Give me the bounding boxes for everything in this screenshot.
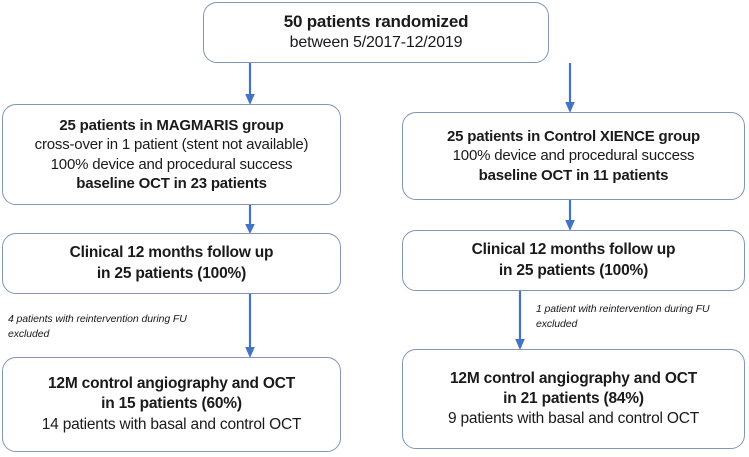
node-xience-group-line-2: 100% device and procedural success bbox=[452, 147, 695, 165]
node-xience-followup: Clinical 12 months follow up in 25 patie… bbox=[402, 230, 745, 291]
node-xience-followup-line-1: Clinical 12 months follow up bbox=[471, 241, 676, 259]
annotation-xience-exclusion-line-1: 1 patient with reintervention during FU bbox=[536, 303, 710, 315]
node-xience-final: 12M control angiography and OCT in 21 pa… bbox=[402, 349, 745, 449]
arrow-top-to-magmaris bbox=[245, 63, 255, 105]
node-randomization-line-2: between 5/2017-12/2019 bbox=[289, 34, 463, 52]
node-magmaris-group-line-4: baseline OCT in 23 patients bbox=[76, 175, 267, 192]
node-magmaris-group-line-2: cross-over in 1 patient (stent not avail… bbox=[34, 136, 309, 153]
annotation-magmaris-exclusion: 4 patients with reintervention during FU… bbox=[8, 312, 233, 342]
arrow-xience-to-followup bbox=[565, 200, 575, 231]
node-magmaris-followup: Clinical 12 months follow up in 25 patie… bbox=[2, 233, 341, 294]
annotation-xience-exclusion: 1 patient with reintervention during FU … bbox=[536, 302, 748, 332]
arrow-xience-followup-to-final bbox=[515, 291, 525, 350]
node-randomization: 50 patients randomized between 5/2017-12… bbox=[203, 2, 549, 63]
annotation-xience-exclusion-line-2: excluded bbox=[536, 318, 578, 331]
node-xience-followup-line-2: in 25 patients (100%) bbox=[498, 261, 649, 279]
annotation-magmaris-exclusion-line-2: excluded bbox=[8, 328, 50, 341]
node-magmaris-final-line-2: in 15 patients (60%) bbox=[101, 395, 242, 413]
node-xience-group-line-1: 25 patients in Control XIENCE group bbox=[446, 127, 701, 145]
node-xience-final-line-2: in 21 patients (84%) bbox=[503, 389, 644, 407]
node-xience-group-line-3: baseline OCT in 11 patients bbox=[478, 166, 669, 184]
node-magmaris-followup-line-2: in 25 patients (100%) bbox=[96, 264, 247, 282]
arrow-magmaris-to-followup bbox=[245, 205, 255, 234]
annotation-magmaris-exclusion-line-1: 4 patients with reintervention during FU bbox=[8, 313, 187, 325]
node-magmaris-final-line-3: 14 patients with basal and control OCT bbox=[41, 415, 302, 433]
node-randomization-line-1: 50 patients randomized bbox=[283, 12, 469, 32]
node-magmaris-group-line-1: 25 patients in MAGMARIS group bbox=[59, 116, 284, 134]
node-magmaris-final-line-1: 12M control angiography and OCT bbox=[48, 375, 295, 393]
node-xience-group: 25 patients in Control XIENCE group 100%… bbox=[402, 112, 745, 200]
node-xience-final-line-3: 9 patients with basal and control OCT bbox=[447, 410, 700, 428]
node-magmaris-followup-line-1: Clinical 12 months follow up bbox=[69, 244, 274, 262]
arrow-magmaris-followup-to-final bbox=[245, 294, 255, 358]
node-magmaris-group-line-3: 100% device and procedural success bbox=[50, 155, 293, 173]
node-xience-final-line-1: 12M control angiography and OCT bbox=[450, 369, 697, 387]
arrow-top-to-xience bbox=[565, 63, 575, 113]
node-magmaris-final: 12M control angiography and OCT in 15 pa… bbox=[2, 357, 341, 452]
node-magmaris-group: 25 patients in MAGMARIS group cross-over… bbox=[2, 104, 341, 205]
